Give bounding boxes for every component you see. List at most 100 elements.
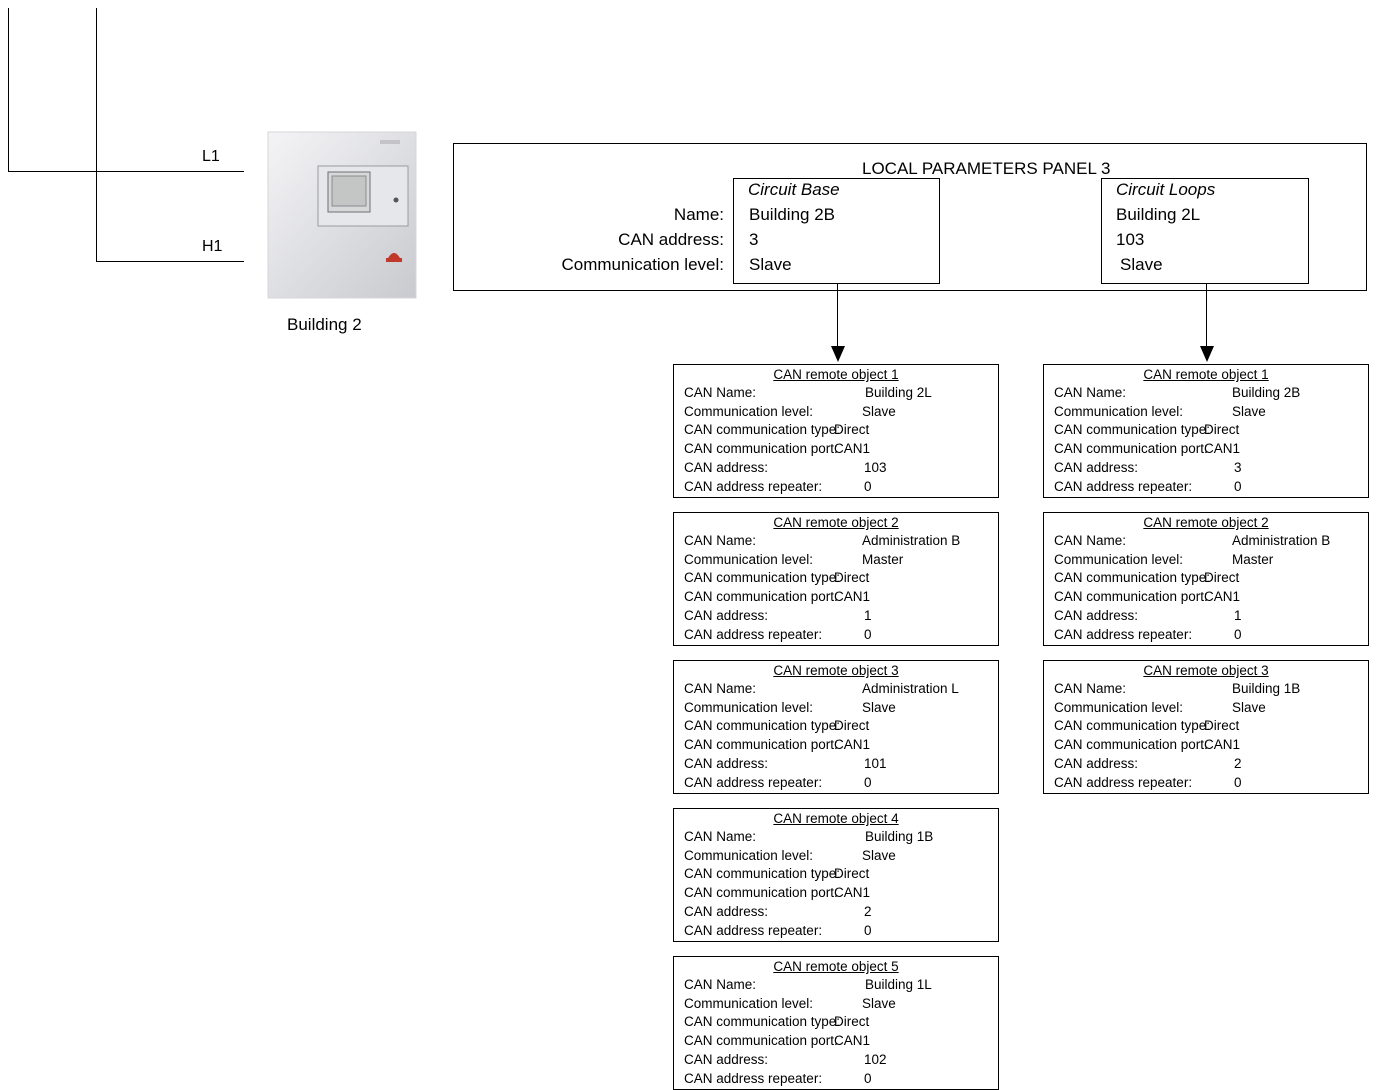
remote-object-title: CAN remote object 1: [1143, 367, 1269, 382]
field-label-level: Communication level:: [684, 847, 814, 863]
field-value-level: Slave: [862, 699, 896, 715]
circuit-loops-name: Building 2L: [1116, 205, 1201, 224]
remote-object-title: CAN remote object 5: [773, 959, 899, 974]
circuit-loops-address: 103: [1116, 230, 1145, 249]
field-label-port: CAN communication port:: [1054, 737, 1208, 753]
circuit-base-address: 3: [749, 230, 759, 249]
circuit-loops-box: [1101, 178, 1309, 284]
circuit-loops-title: Circuit Loops: [1116, 180, 1216, 199]
field-label-level: Communication level:: [684, 699, 814, 715]
field-label-address: CAN address:: [684, 459, 769, 475]
field-label-port: CAN communication port:: [684, 589, 838, 605]
field-value-repeater: 0: [1234, 478, 1242, 494]
field-value-repeater: 0: [864, 922, 872, 938]
field-label-address: CAN address:: [684, 607, 769, 623]
field-label-level: Communication level:: [1054, 403, 1184, 419]
field-value-port: CAN1: [834, 737, 871, 753]
circuit-loops-level: Slave: [1120, 255, 1163, 274]
field-value-name: Building 1B: [865, 829, 934, 844]
local-parameters-title: LOCAL PARAMETERS PANEL 3: [862, 159, 1111, 178]
field-value-name: Administration L: [862, 681, 959, 696]
field-value-address: 103: [864, 459, 887, 475]
remote-object-title: CAN remote object 3: [773, 663, 899, 678]
field-label-name: CAN Name:: [684, 533, 757, 548]
field-label-type: CAN communication type:: [684, 866, 841, 882]
field-value-name: Building 1L: [865, 977, 932, 992]
field-label-type: CAN communication type:: [684, 422, 841, 438]
field-value-address: 1: [1234, 607, 1242, 623]
field-label-repeater: CAN address repeater:: [1054, 774, 1193, 790]
field-label-type: CAN communication type:: [684, 718, 841, 734]
field-label-type: CAN communication type:: [684, 570, 841, 586]
wire-l1-label: L1: [202, 148, 220, 165]
field-label-name: CAN Name:: [684, 829, 757, 844]
wire-left-vertical: [8, 8, 9, 172]
field-value-repeater: 0: [864, 478, 872, 494]
field-label-port: CAN communication port:: [684, 737, 838, 753]
field-label-level: Communication level:: [1054, 699, 1184, 715]
fire-alarm-panel-icon: [267, 131, 417, 299]
field-value-name: Building 1B: [1232, 681, 1301, 696]
field-label-repeater: CAN address repeater:: [684, 774, 823, 790]
field-label-name: CAN Name:: [1054, 681, 1127, 696]
field-value-type: Direct: [1204, 422, 1240, 438]
arrow-loops-head: [1200, 346, 1214, 362]
row-label-name: Name:: [673, 205, 724, 224]
field-label-repeater: CAN address repeater:: [684, 922, 823, 938]
field-label-level: Communication level:: [684, 403, 814, 419]
field-value-port: CAN1: [1204, 589, 1241, 605]
field-value-level: Slave: [1232, 403, 1266, 419]
loops-remote-object-1: CAN remote object 1 CAN Name: Building 2B C…: [1043, 364, 1369, 498]
field-label-port: CAN communication port:: [684, 1033, 838, 1049]
field-label-level: Communication level:: [684, 995, 814, 1011]
field-value-level: Slave: [862, 995, 896, 1011]
field-value-address: 3: [1234, 459, 1242, 475]
wire-inner-vertical: [96, 8, 97, 262]
base-remote-object-2: CAN remote object 2 CAN Name: Administrati…: [673, 512, 999, 646]
field-label-level: Communication level:: [1054, 551, 1184, 567]
field-label-repeater: CAN address repeater:: [1054, 626, 1193, 642]
field-value-type: Direct: [834, 866, 870, 882]
field-label-type: CAN communication type:: [1054, 422, 1211, 438]
remote-object-title: CAN remote object 1: [773, 367, 899, 382]
circuit-base-level: Slave: [749, 255, 792, 274]
field-label-type: CAN communication type:: [1054, 718, 1211, 734]
field-value-address: 2: [864, 903, 872, 919]
field-value-name: Building 2B: [1232, 385, 1301, 400]
field-value-port: CAN1: [834, 589, 871, 605]
panel-caption: Building 2: [287, 315, 362, 334]
wire-h1-label: H1: [202, 238, 223, 255]
remote-object-title: CAN remote object 4: [773, 811, 899, 826]
base-remote-object-5: CAN remote object 5 CAN Name: Building 1L C…: [673, 956, 999, 1090]
wire-h1-line: [96, 261, 244, 262]
field-label-type: CAN communication type:: [684, 1014, 841, 1030]
local-parameters-panel: [453, 143, 1367, 291]
field-value-level: Slave: [862, 847, 896, 863]
field-value-repeater: 0: [864, 1070, 872, 1086]
field-label-name: CAN Name:: [684, 977, 757, 992]
field-value-port: CAN1: [834, 885, 871, 901]
field-value-address: 1: [864, 607, 872, 623]
field-label-port: CAN communication port:: [684, 441, 838, 457]
field-label-repeater: CAN address repeater:: [684, 1070, 823, 1086]
row-label-communication-level: Communication level:: [561, 255, 724, 274]
arrow-base-head: [831, 346, 845, 362]
arrow-base-line: [837, 284, 838, 346]
field-label-port: CAN communication port:: [1054, 589, 1208, 605]
field-label-repeater: CAN address repeater:: [1054, 478, 1193, 494]
field-value-repeater: 0: [864, 774, 872, 790]
field-label-port: CAN communication port:: [684, 885, 838, 901]
field-value-name: Administration B: [862, 533, 961, 548]
field-value-name: Building 2L: [865, 385, 932, 400]
field-label-type: CAN communication type:: [1054, 570, 1211, 586]
remote-object-title: CAN remote object 2: [773, 515, 899, 530]
field-label-address: CAN address:: [684, 755, 769, 771]
field-label-repeater: CAN address repeater:: [684, 626, 823, 642]
field-label-port: CAN communication port:: [1054, 441, 1208, 457]
circuit-base-title: Circuit Base: [748, 180, 840, 199]
wire-l1-line: [8, 171, 244, 172]
field-label-name: CAN Name:: [1054, 385, 1127, 400]
field-label-address: CAN address:: [1054, 755, 1139, 771]
